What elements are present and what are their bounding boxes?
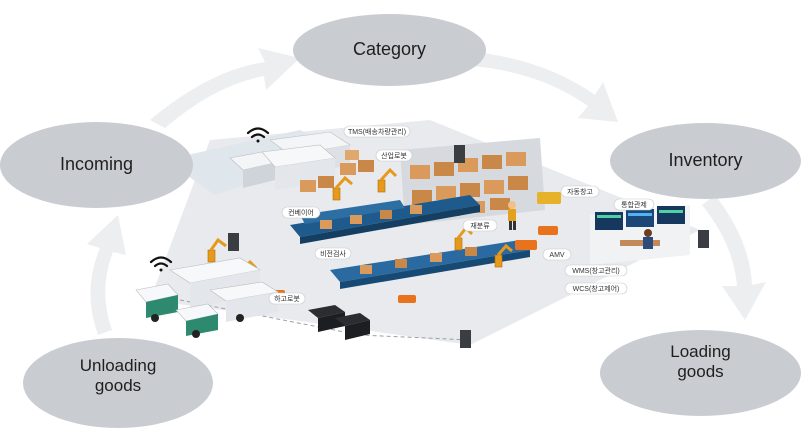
stage-loading-label: Loading goods (670, 342, 731, 382)
wifi-icon-bottom (149, 256, 173, 272)
label-amv: AMV (542, 248, 572, 261)
support-posts (228, 145, 709, 348)
label-wms: WMS(창고관리) (564, 264, 628, 277)
svg-text:컨베이어: 컨베이어 (288, 208, 314, 217)
arrow-inventory-to-loading (702, 195, 766, 320)
label-bot: 하고로봇 (268, 292, 306, 305)
label-control: 통합관제 (613, 198, 655, 211)
pallet-carts (308, 305, 370, 340)
svg-text:통합관제: 통합관제 (621, 200, 647, 209)
trucks-bottom (135, 257, 279, 338)
label-rack: 자동창고 (560, 185, 600, 198)
svg-text:비전검사: 비전검사 (320, 249, 346, 258)
control-center (590, 205, 690, 265)
warehouse-illustration: TMS(배송차량관리) 산업로봇 컨베이어 자동창고 재분류 비전검사 (87, 48, 766, 348)
svg-text:WCS(창고제어): WCS(창고제어) (573, 284, 620, 293)
wifi-icon-top (246, 127, 270, 143)
svg-text:하고로봇: 하고로봇 (274, 294, 300, 303)
stage-unloading-label: Unloading goods (79, 356, 157, 396)
stage-loading: Loading goods (600, 330, 801, 416)
stage-inventory-label: Inventory (668, 150, 743, 171)
svg-text:재분류: 재분류 (470, 222, 490, 230)
svg-text:TMS(배송차량관리): TMS(배송차량관리) (348, 127, 406, 136)
arrow-incoming-to-category (150, 48, 300, 128)
label-wcs: WCS(창고제어) (564, 282, 628, 295)
arrow-unloading-to-incoming (87, 215, 126, 335)
boxes-top (300, 150, 374, 192)
label-tms: TMS(배송차량관리) (343, 125, 411, 138)
label-pick: 재분류 (462, 219, 498, 232)
label-inspection: 비전검사 (314, 247, 352, 260)
flow-arrows (87, 48, 766, 335)
stage-incoming-label: Incoming (59, 154, 134, 175)
stage-unloading: Unloading goods (23, 338, 213, 428)
arrow-category-to-inventory (472, 52, 618, 122)
area-labels: TMS(배송차량관리) 산업로봇 컨베이어 자동창고 재분류 비전검사 (268, 125, 655, 305)
label-conveyor: 컨베이어 (281, 206, 321, 219)
stage-incoming: Incoming (0, 122, 193, 208)
conveyors (290, 195, 530, 289)
stage-category-label: Category (352, 39, 427, 60)
worker-figure (508, 201, 516, 230)
label-robot-top: 산업로봇 (375, 149, 413, 162)
svg-text:산업로봇: 산업로봇 (381, 151, 407, 160)
stage-inventory: Inventory (610, 123, 801, 199)
warehouse-flow-diagram: TMS(배송차량관리) 산업로봇 컨베이어 자동창고 재분류 비전검사 (0, 14, 801, 428)
stage-category: Category (293, 14, 486, 86)
svg-text:AMV: AMV (549, 252, 565, 259)
svg-text:자동창고: 자동창고 (567, 187, 593, 196)
svg-text:WMS(창고관리): WMS(창고관리) (572, 266, 620, 275)
